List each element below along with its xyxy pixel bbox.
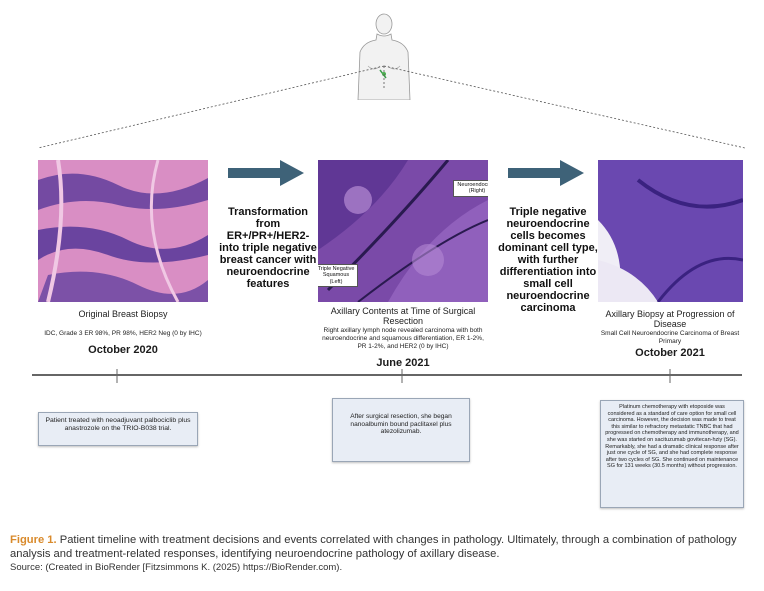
figure-caption-text: Patient timeline with treatment decision… xyxy=(10,534,737,560)
label-neuroendocrine: Neuroendocrine (Right) xyxy=(453,180,488,197)
transition-text-1: Transformation from ER+/PR+/HER2- into t… xyxy=(219,206,317,290)
treatment-box-3: Platinum chemotherapy with etoposide was… xyxy=(600,400,744,508)
panel-caption-middle: Axillary Contents at Time of Surgical Re… xyxy=(330,306,476,326)
label-squamous: Triple Negative Squamous (Left) xyxy=(318,264,358,288)
treatment-box-1: Patient treated with neoadjuvant palboci… xyxy=(38,412,198,446)
figure-label: Figure 1. xyxy=(10,534,57,546)
panel-caption-right: Axillary Biopsy at Progression of Diseas… xyxy=(605,309,735,329)
panel-detail-left: IDC, Grade 3 ER 98%, PR 98%, HER2 Neg (0… xyxy=(44,330,202,337)
transition-text-2: Triple negative neuroendocrine cells bec… xyxy=(498,206,598,314)
connector-lines xyxy=(37,65,746,149)
treatment-box-2: After surgical resection, she began nano… xyxy=(332,398,470,462)
panel-detail-middle: Right axillary lymph node revealed carci… xyxy=(322,327,484,350)
right-arrow-icon xyxy=(508,160,584,186)
date-middle: June 2021 xyxy=(376,357,430,369)
histology-image-left xyxy=(38,160,208,302)
figure-caption: Figure 1. Patient timeline with treatmen… xyxy=(10,534,754,561)
timeline xyxy=(32,369,742,383)
date-left: October 2020 xyxy=(88,344,158,356)
figure-source: Source: (Created in BioRender [Fitzsimmo… xyxy=(10,562,343,573)
histology-image-right xyxy=(598,160,743,302)
histology-image-middle: Neuroendocrine (Right) Triple Negative S… xyxy=(318,160,488,302)
panel-detail-right: Small Cell Neuroendocrine Carcinoma of B… xyxy=(600,330,740,345)
date-right: October 2021 xyxy=(635,347,705,359)
right-arrow-icon xyxy=(228,160,304,186)
panel-caption-left: Original Breast Biopsy xyxy=(78,309,168,319)
